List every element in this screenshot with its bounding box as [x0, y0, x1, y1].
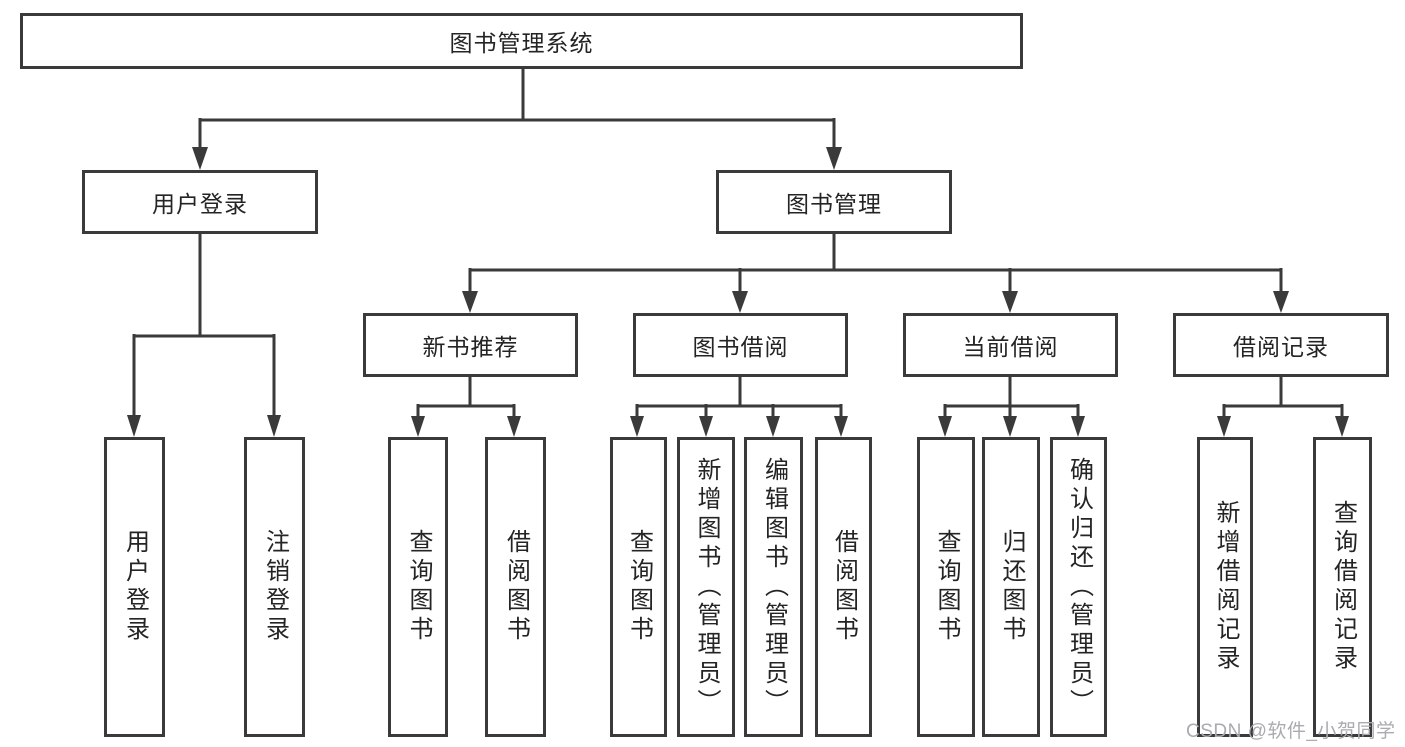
arrowhead [630, 416, 644, 437]
arrowhead [1335, 416, 1349, 437]
node-label: 用户登录 [121, 529, 149, 645]
node-user-login: 用户登录 [82, 170, 318, 234]
leaf-user-login: 用户登录 [104, 437, 165, 737]
node-label: 借阅记录 [1233, 334, 1329, 360]
arrowhead [507, 416, 521, 437]
leaf-cb-return-books: 归还图书 [982, 437, 1040, 737]
node-book-borrow: 图书借阅 [633, 313, 848, 377]
arrowhead [462, 291, 478, 313]
node-label: 用户登录 [152, 191, 248, 217]
arrowhead [699, 416, 713, 437]
arrowhead [1003, 416, 1017, 437]
arrowhead [938, 416, 952, 437]
node-label: 新增图书（管理员） [693, 456, 720, 718]
node-label: 查询图书 [405, 529, 432, 645]
node-borrow-records: 借阅记录 [1173, 313, 1389, 377]
leaf-cb-confirm-return-admin: 确认归还（管理员） [1050, 437, 1107, 737]
node-label: 新书推荐 [422, 334, 519, 360]
arrowhead [192, 147, 208, 170]
node-label: 借阅图书 [502, 529, 530, 645]
connector-current-group [943, 377, 1080, 420]
node-label: 图书管理系统 [449, 30, 594, 56]
leaf-bb-edit-books-admin: 编辑图书（管理员） [744, 437, 803, 737]
arrowhead [267, 415, 281, 437]
connector-root-to-level2 [198, 69, 836, 150]
arrowhead [1217, 416, 1231, 437]
arrowhead [834, 416, 848, 437]
arrowhead [766, 416, 780, 437]
leaf-rec-borrow-books: 借阅图书 [485, 437, 546, 737]
node-current-borrow: 当前借阅 [903, 313, 1118, 377]
node-label: 编辑图书（管理员） [760, 456, 788, 718]
arrowhead [826, 147, 842, 170]
leaf-bb-borrow-books: 借阅图书 [815, 437, 872, 737]
node-label: 当前借阅 [962, 334, 1059, 360]
node-label: 确认归还（管理员） [1065, 456, 1093, 718]
leaf-cb-query-books: 查询图书 [917, 437, 975, 737]
connector-borrow-group [635, 377, 843, 420]
connector-book-management-branch [468, 234, 1283, 295]
node-label: 新增借阅记录 [1212, 500, 1239, 674]
node-label: 归还图书 [998, 529, 1025, 645]
leaf-bb-add-books-admin: 新增图书（管理员） [677, 437, 735, 737]
node-label: 查询图书 [933, 529, 960, 645]
connector-records-group [1222, 377, 1344, 420]
leaf-bb-query-books: 查询图书 [610, 437, 667, 737]
leaf-br-add-record: 新增借阅记录 [1197, 437, 1253, 737]
node-label: 注销登录 [261, 529, 289, 645]
leaf-logout: 注销登录 [244, 437, 305, 737]
node-label: 图书管理 [786, 191, 882, 217]
node-book-management: 图书管理 [716, 170, 952, 234]
node-root: 图书管理系统 [20, 13, 1023, 69]
node-new-book-recommend: 新书推荐 [363, 313, 578, 377]
csdn-watermark: CSDN @软件_小贺同学 [1186, 721, 1396, 742]
leaf-br-query-record: 查询借阅记录 [1313, 437, 1372, 737]
leaf-rec-query-books: 查询图书 [388, 437, 448, 737]
node-label: 查询借阅记录 [1329, 500, 1357, 674]
arrowhead [1002, 291, 1018, 313]
arrowhead [127, 415, 141, 437]
arrowhead [411, 416, 425, 437]
node-label: 图书借阅 [692, 334, 789, 360]
arrowhead [1273, 291, 1289, 313]
arrowhead [1071, 416, 1085, 437]
connector-recommend-group [416, 377, 516, 420]
node-label: 查询图书 [625, 529, 653, 645]
connector-user-login-branch [132, 234, 276, 418]
arrowhead [732, 291, 748, 313]
node-label: 借阅图书 [830, 529, 858, 645]
